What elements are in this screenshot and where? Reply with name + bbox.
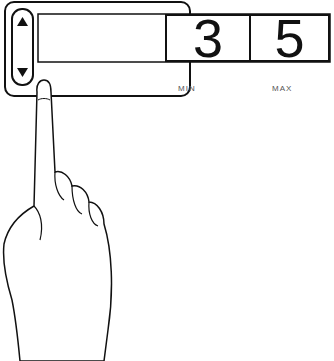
range-label: MIN	[178, 84, 196, 93]
thumb-line	[34, 206, 42, 240]
range-label: MAX	[272, 84, 292, 93]
finger-lines	[55, 172, 98, 226]
pointing-hand	[3, 80, 111, 361]
digit: 5	[251, 16, 328, 60]
up-arrow	[17, 17, 28, 26]
display-strip	[38, 14, 330, 62]
rocker-button	[12, 9, 33, 85]
down-arrow	[17, 68, 28, 77]
digit: 3	[167, 16, 249, 60]
digit-box: 5	[249, 14, 330, 62]
digit-box: 3	[165, 14, 251, 62]
fingernail	[38, 99, 50, 101]
